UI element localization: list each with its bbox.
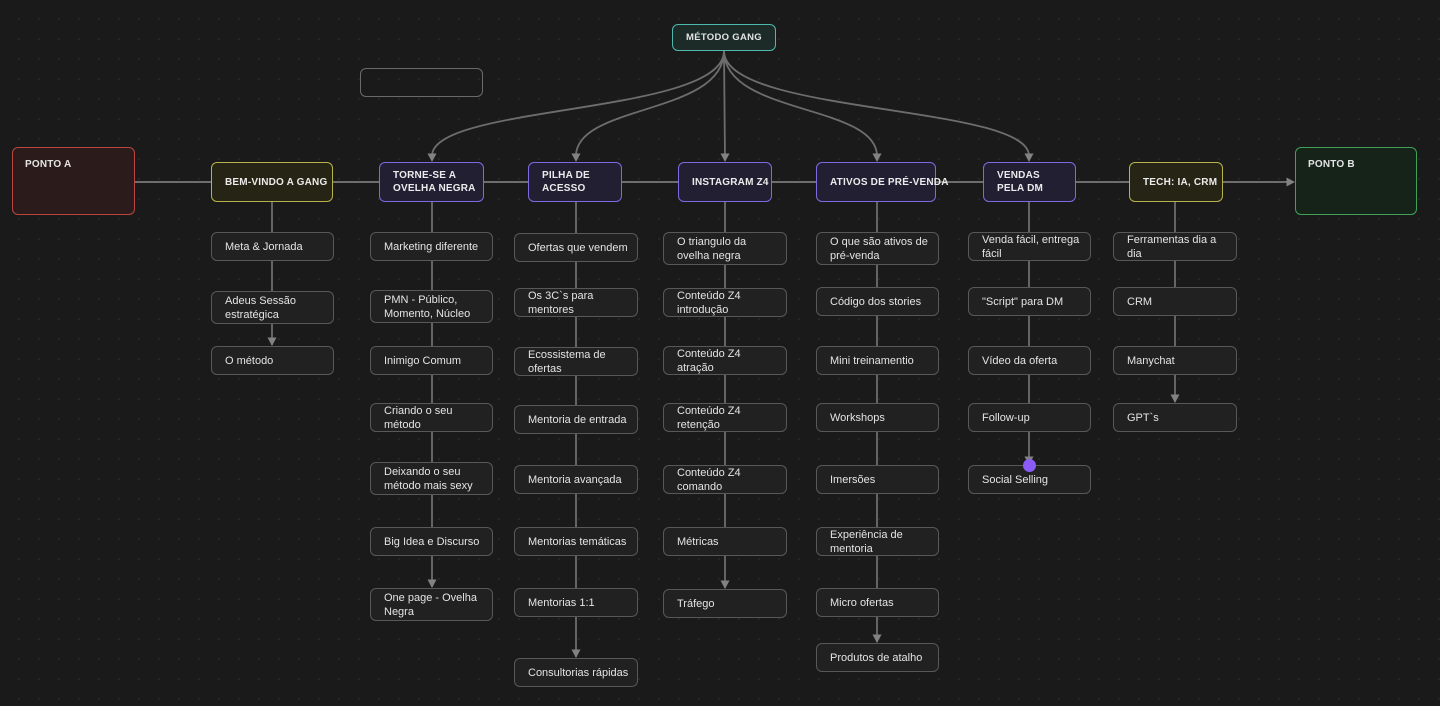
node-experiencia-de-mentoria[interactable]: Experiência de mentoria	[816, 527, 939, 556]
node-workshops[interactable]: Workshops	[816, 403, 939, 432]
header-tech-ia-crm[interactable]: TECH: IA, CRM	[1129, 162, 1223, 202]
node-criando-o-seu-metodo[interactable]: Criando o seu método	[370, 403, 493, 432]
node-mentoria-avancada[interactable]: Mentoria avançada	[514, 465, 638, 494]
node-metodo-gang[interactable]: MÉTODO GANG	[672, 24, 776, 51]
node-imersoes[interactable]: Imersões	[816, 465, 939, 494]
node-conteudo-z4-atracao[interactable]: Conteúdo Z4 atração	[663, 346, 787, 375]
node-big-idea-e-discurso[interactable]: Big Idea e Discurso	[370, 527, 493, 556]
node-follow-up[interactable]: Follow-up	[968, 403, 1091, 432]
node-o-que-sao-ativos-de-pre-venda[interactable]: O que são ativos de pré-venda	[816, 232, 939, 265]
node-one-page-ovelha-negra[interactable]: One page - Ovelha Negra	[370, 588, 493, 621]
node-ferramentas-dia-a-dia[interactable]: Ferramentas dia a dia	[1113, 232, 1237, 261]
node-meta-jornada[interactable]: Meta & Jornada	[211, 232, 334, 261]
node-pmn-publico-momento-nucleo[interactable]: PMN - Público, Momento, Núcleo	[370, 290, 493, 323]
node-produtos-de-atalho[interactable]: Produtos de atalho	[816, 643, 939, 672]
node-codigo-dos-stories[interactable]: Código dos stories	[816, 287, 939, 316]
header-pilha-de-acesso[interactable]: PILHA DE ACESSO	[528, 162, 622, 202]
header-torne-se-a-ovelha-negra[interactable]: TORNE-SE A OVELHA NEGRA	[379, 162, 484, 202]
header-bem-vindo-a-gang[interactable]: BEM-VINDO A GANG	[211, 162, 333, 202]
node-conteudo-z4-comando[interactable]: Conteúdo Z4 comando	[663, 465, 787, 494]
node-ofertas-que-vendem[interactable]: Ofertas que vendem	[514, 233, 638, 262]
node-micro-ofertas[interactable]: Micro ofertas	[816, 588, 939, 617]
node-os-3c-s-para-mentores[interactable]: Os 3C`s para mentores	[514, 288, 638, 317]
header-ativos-de-pre-venda[interactable]: ATIVOS DE PRÉ-VENDA	[816, 162, 948, 202]
node-conteudo-z4-retencao[interactable]: Conteúdo Z4 retenção	[663, 403, 787, 432]
node-mentorias-tematicas[interactable]: Mentorias temáticas	[514, 527, 638, 556]
node-o-triangulo-da-ovelha-negra[interactable]: O triangulo da ovelha negra	[663, 232, 787, 265]
node-ponto-b[interactable]: PONTO B	[1295, 147, 1417, 215]
node-metricas[interactable]: Métricas	[663, 527, 787, 556]
node-mini-treinamentio[interactable]: Mini treinamentio	[816, 346, 939, 375]
node-script-para-dm[interactable]: "Script" para DM	[968, 287, 1091, 316]
node-mentorias-1-1[interactable]: Mentorias 1:1	[514, 588, 638, 617]
header-instagram-z4[interactable]: INSTAGRAM Z4	[678, 162, 772, 202]
node-manychat[interactable]: Manychat	[1113, 346, 1237, 375]
node-ponto-a[interactable]: PONTO A	[12, 147, 135, 215]
node-conteudo-z4-introducao[interactable]: Conteúdo Z4 introdução	[663, 288, 787, 317]
node-deixando-o-seu-metodo-mais-sexy[interactable]: Deixando o seu método mais sexy	[370, 462, 493, 495]
node-mentoria-de-entrada[interactable]: Mentoria de entrada	[514, 405, 638, 434]
node-inimigo-comum[interactable]: Inimigo Comum	[370, 346, 493, 375]
node-venda-facil-entrega-facil[interactable]: Venda fácil, entrega fácil	[968, 232, 1091, 261]
connection-handle-dot[interactable]	[1022, 458, 1036, 472]
node-o-metodo[interactable]: O método	[211, 346, 334, 375]
node-adeus-sessao-estrategica[interactable]: Adeus Sessão estratégica	[211, 291, 334, 324]
header-vendas-pela-dm[interactable]: VENDAS PELA DM	[983, 162, 1076, 202]
node-gpt-s[interactable]: GPT`s	[1113, 403, 1237, 432]
node-consultorias-rapidas[interactable]: Consultorias rápidas	[514, 658, 638, 687]
node-crm[interactable]: CRM	[1113, 287, 1237, 316]
node-trafego[interactable]: Tráfego	[663, 589, 787, 618]
node-marketing-diferente[interactable]: Marketing diferente	[370, 232, 493, 261]
node-video-da-oferta[interactable]: Vídeo da oferta	[968, 346, 1091, 375]
node-ecossistema-de-ofertas[interactable]: Ecossistema de ofertas	[514, 347, 638, 376]
empty-node[interactable]	[360, 68, 483, 97]
